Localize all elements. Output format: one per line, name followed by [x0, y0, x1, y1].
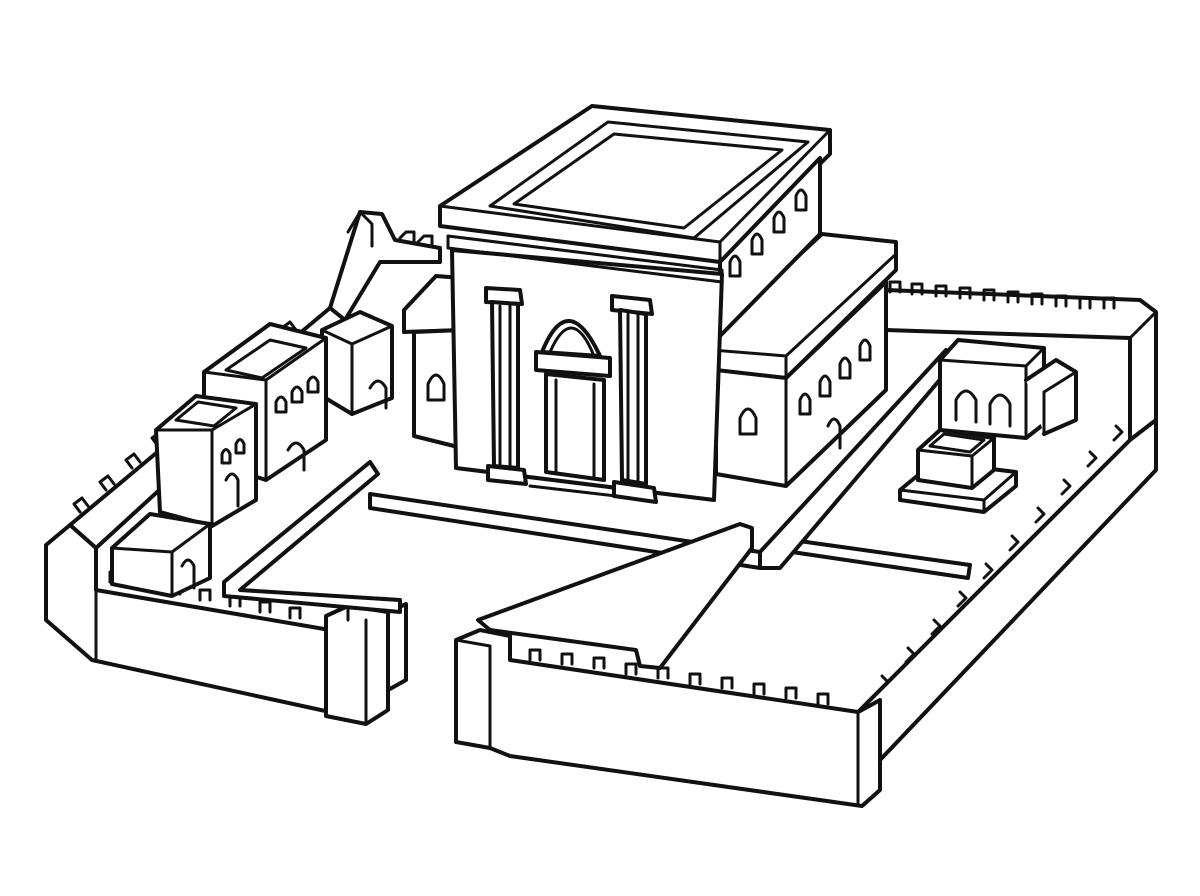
temple: [402, 104, 898, 504]
right-wall: [856, 418, 1158, 762]
temple-doorway: [528, 319, 618, 498]
right-gatehouse: [938, 338, 1078, 440]
left-buildings: [110, 310, 394, 598]
front-left-wall: [44, 523, 408, 726]
altar: [898, 428, 1018, 514]
left-column: [484, 286, 528, 486]
inner-court-walls: [222, 348, 972, 670]
right-column: [610, 294, 658, 504]
